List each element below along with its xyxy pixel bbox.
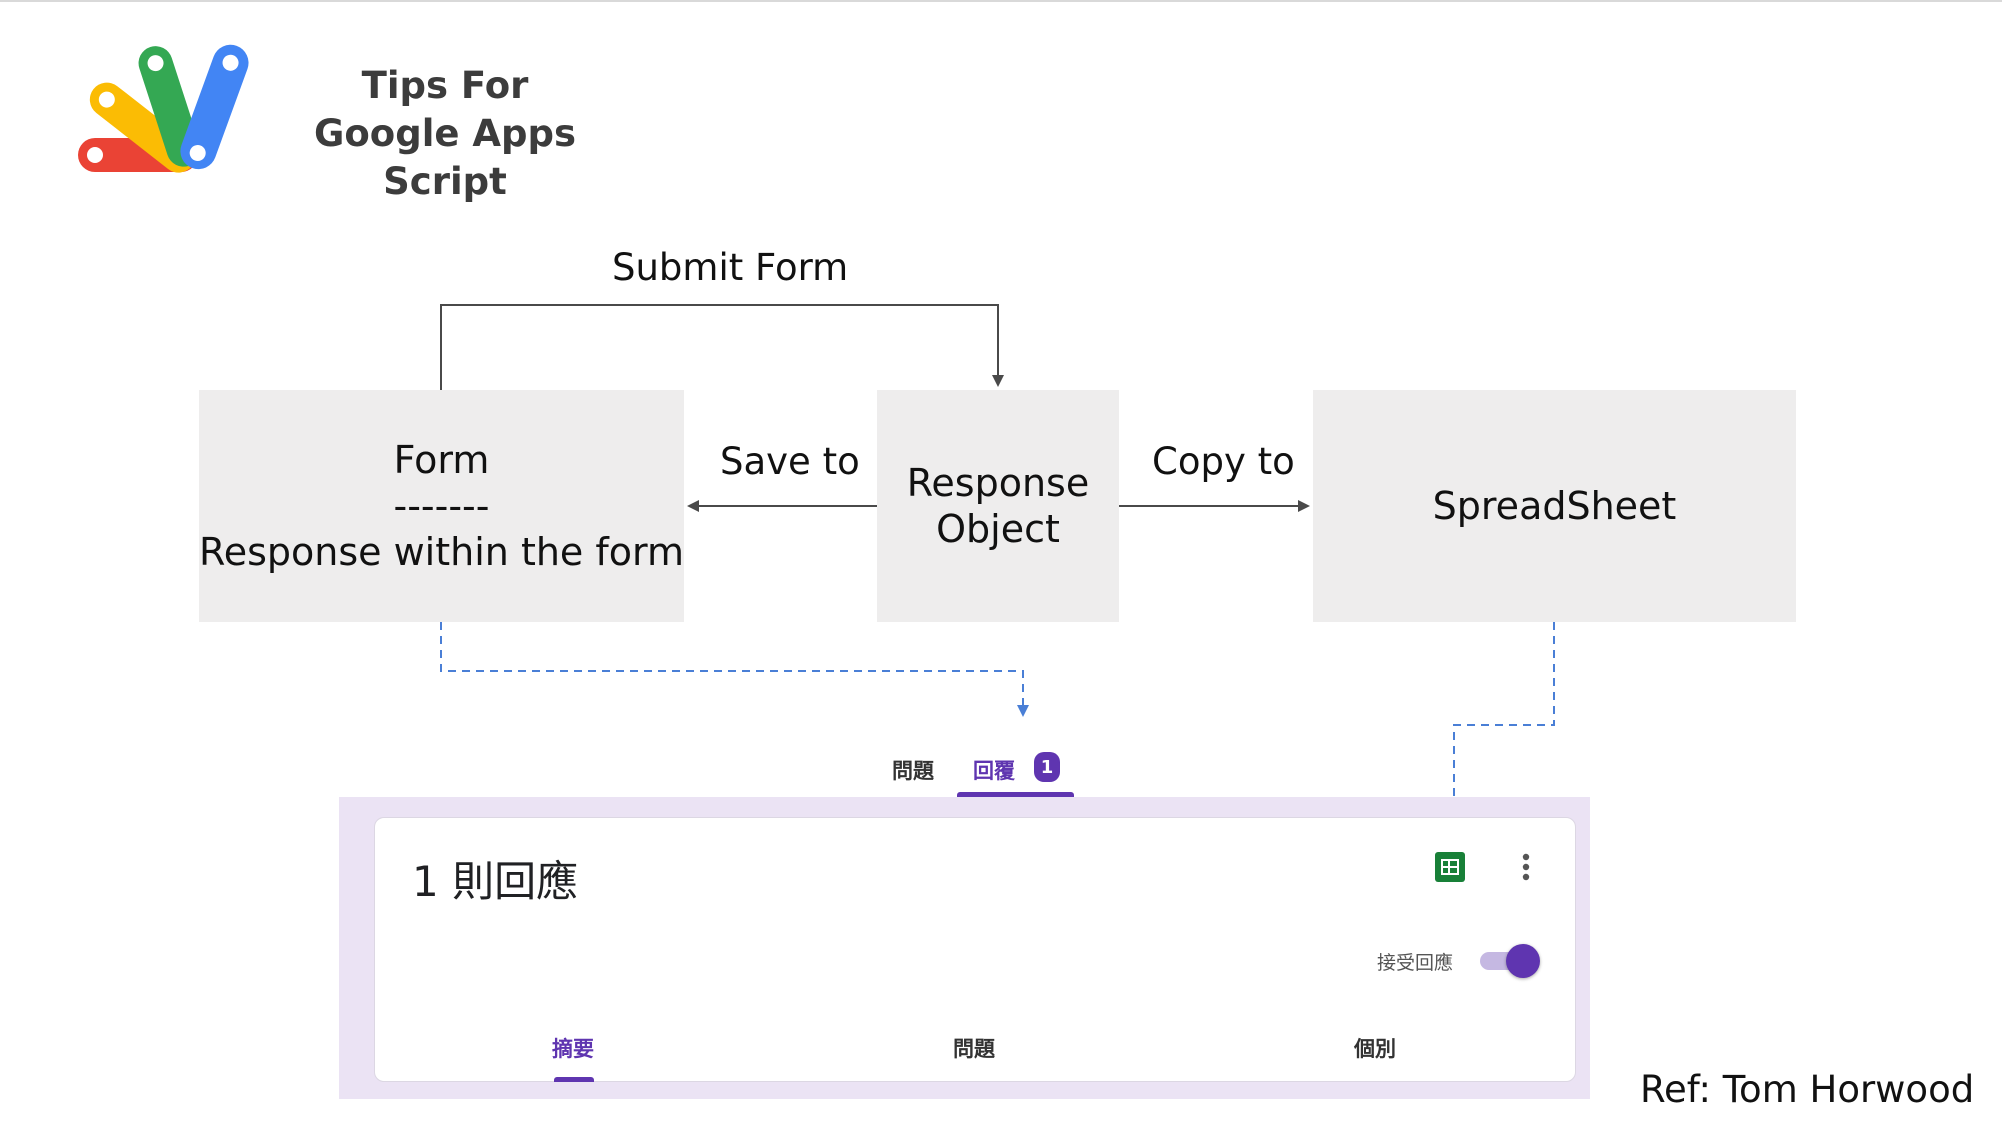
submit-form-arrow — [440, 304, 1004, 390]
more-vert-icon[interactable] — [1510, 850, 1542, 884]
form-node-title: Form — [393, 438, 490, 482]
form-node-subtitle: Response within the form — [199, 530, 684, 574]
tab-responses[interactable]: 回覆 — [973, 759, 1015, 783]
form-node-separator: ------- — [393, 484, 490, 528]
tab-questions[interactable]: 問題 — [892, 759, 934, 783]
sheet-to-sheets-icon-dashed-arrow — [1448, 622, 1555, 825]
spreadsheet-node-title: SpreadSheet — [1432, 484, 1677, 528]
reference-credit: Ref: Tom Horwood — [1640, 1068, 1975, 1111]
active-tab-indicator — [957, 792, 1074, 798]
active-subtab-indicator — [554, 1077, 594, 1082]
response-object-node: Response Object — [877, 390, 1119, 622]
brand-title-line1: Tips For — [361, 64, 529, 107]
google-apps-script-logo — [78, 44, 249, 173]
responses-count-badge: 1 — [1034, 752, 1060, 782]
subtab-individual[interactable]: 個別 — [1354, 1037, 1396, 1061]
response-count-title: 1 則回應 — [412, 857, 579, 906]
logo-blade-blue — [180, 44, 249, 170]
response-node-line2: Object — [936, 507, 1060, 551]
response-node-line1: Response — [906, 461, 1090, 505]
subtab-summary[interactable]: 摘要 — [552, 1037, 594, 1061]
subtab-question[interactable]: 問題 — [953, 1037, 995, 1061]
top-divider — [0, 0, 2002, 2]
form-node: Form ------- Response within the form — [199, 390, 684, 622]
toggle-thumb — [1506, 944, 1540, 978]
brand-title-line2: Google Apps Script — [314, 112, 576, 203]
submit-form-label: Submit Form — [612, 246, 849, 289]
accept-responses-toggle[interactable] — [1478, 944, 1540, 978]
google-sheets-icon[interactable] — [1435, 852, 1465, 882]
spreadsheet-node: SpreadSheet — [1313, 390, 1796, 622]
accept-responses-label: 接受回應 — [1377, 952, 1454, 974]
responses-card — [374, 817, 1576, 1082]
copy-to-label: Copy to — [1152, 440, 1295, 483]
save-to-label: Save to — [720, 440, 860, 483]
brand-title: Tips For Google Apps Script — [260, 62, 630, 206]
form-to-responses-dashed-arrow — [440, 622, 1029, 717]
